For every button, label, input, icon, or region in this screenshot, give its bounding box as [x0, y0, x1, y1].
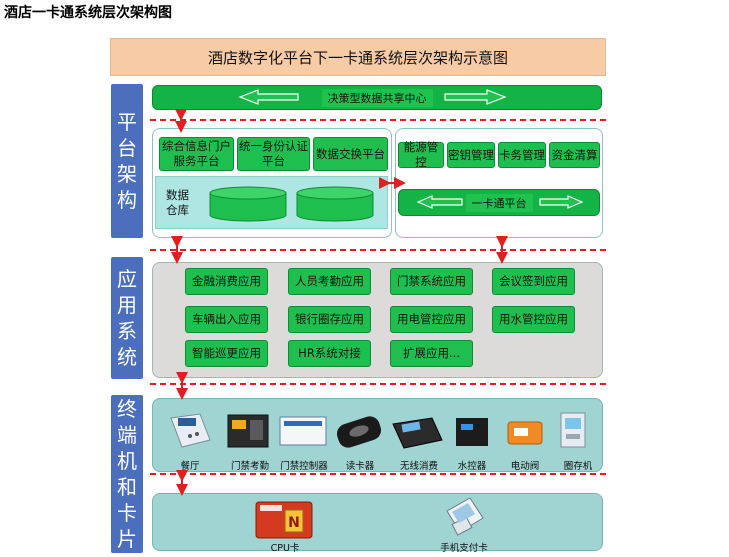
layer-label-application: 应 用 系 统	[111, 257, 143, 379]
layer-char: 和	[117, 475, 137, 499]
layer-char: 平	[117, 110, 137, 134]
terminal-label-restaurant: 餐厅	[180, 461, 200, 472]
card-label-mobile: 手机支付卡	[440, 543, 488, 554]
card-label-cpu: CPU卡	[270, 543, 300, 554]
separator-line	[150, 473, 606, 475]
separator-line	[150, 119, 606, 121]
app-bank-transfer: 银行圈存应用	[288, 306, 371, 333]
shared-data-center-bar: 决策型数据共享中心	[152, 85, 602, 110]
layer-char: 构	[117, 188, 137, 212]
layer-char: 终	[117, 397, 137, 421]
layer-char: 台	[117, 136, 137, 160]
portal-platform-box: 综合信息门户服务平台	[159, 137, 234, 171]
app-hr-integration: HR系统对接	[288, 340, 371, 367]
terminal-label-transfer-machine: 圈存机	[563, 461, 593, 472]
fund-settlement-box: 资金清算	[549, 142, 600, 168]
separator-line	[150, 383, 606, 385]
key-management-box: 密钥管理	[447, 142, 495, 168]
data-exchange-box: 数据交换平台	[313, 137, 388, 171]
layer-char: 应	[117, 267, 137, 291]
app-financial-consumption: 金融消费应用	[185, 268, 268, 295]
terminal-label-card-reader: 读卡器	[345, 461, 375, 472]
app-vehicle-access: 车辆出入应用	[185, 306, 268, 333]
layer-char: 系	[117, 319, 137, 343]
layer-label-platform: 平 台 架 构	[111, 84, 143, 238]
layer-char: 机	[117, 449, 137, 473]
layer-char: 用	[117, 293, 137, 317]
basic-data-label: 基础数据	[225, 198, 271, 212]
app-access-control: 门禁系统应用	[390, 268, 473, 295]
app-water-control: 用水管控应用	[492, 306, 575, 333]
terminal-label-electric-valve: 电动阀	[510, 461, 540, 472]
energy-control-box: 能源管控	[398, 140, 444, 169]
layer-char: 架	[117, 162, 137, 186]
app-power-control: 用电管控应用	[390, 306, 473, 333]
layer-char: 统	[117, 345, 137, 369]
identity-platform-box: 统一身份认证平台	[237, 137, 310, 171]
terminal-label-attendance: 门禁考勤	[230, 461, 269, 472]
data-warehouse-text: 数据仓库	[166, 188, 189, 217]
app-patrol: 智能巡更应用	[185, 340, 268, 367]
layer-char: 卡	[117, 501, 137, 525]
page-title: 酒店一卡通系统层次架构图	[4, 5, 172, 21]
layer-char: 片	[117, 527, 137, 551]
terminal-label-wireless-pos: 无线消费	[399, 461, 438, 472]
app-attendance: 人员考勤应用	[288, 268, 371, 295]
terminal-label-water-controller: 水控器	[457, 461, 487, 472]
separator-line	[150, 249, 606, 251]
terminal-label-door-controller: 门禁控制器	[280, 461, 328, 472]
layer-char: 端	[117, 423, 137, 447]
card-panel	[152, 493, 603, 551]
card-management-box: 卡务管理	[498, 142, 546, 168]
card-platform-label: 一卡通平台	[465, 193, 533, 212]
app-meeting-signin: 会议签到应用	[492, 268, 575, 295]
business-data-label: 业务数据	[312, 198, 358, 212]
layer-label-terminal: 终 端 机 和 卡 片	[111, 395, 143, 553]
diagram-title: 酒店数字化平台下一卡通系统层次架构示意图	[110, 38, 606, 76]
shared-data-center-label: 决策型数据共享中心	[321, 88, 433, 107]
app-extension: 扩展应用...	[390, 340, 473, 367]
data-warehouse-label: 数据仓库	[166, 188, 194, 218]
card-platform-bar: 一卡通平台	[398, 189, 600, 216]
